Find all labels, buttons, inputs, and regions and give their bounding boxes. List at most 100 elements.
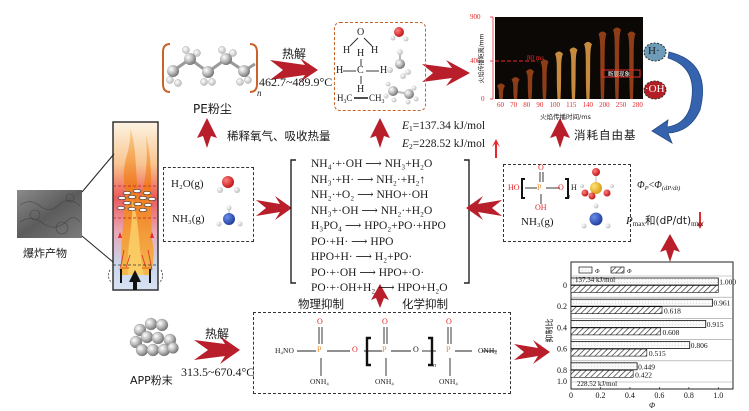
app-o-chain2: O <box>413 345 419 354</box>
reaction-equation: NH₃·+H· ⟶ NH₂·+H₂↑ <box>311 173 426 186</box>
app-o3-top: O <box>446 317 452 326</box>
flame-column <box>526 69 534 99</box>
flame-ylabel: 火焰传播距离/mm <box>478 33 486 84</box>
flame-column <box>555 51 563 99</box>
phosphoric-acid-molecule-icon <box>580 168 614 200</box>
flame-column <box>511 77 520 99</box>
flame-ytick-900: 900 <box>470 13 481 21</box>
bar-value-label-phi-p: 0.806 <box>691 341 708 350</box>
nh3-gas-label: NH₃(g) <box>172 213 205 225</box>
nh3-molecule-icon-2 <box>581 203 611 229</box>
app-temperature-range: 313.5~670.4°C <box>181 365 255 379</box>
flame-xtick: 80 <box>523 101 531 109</box>
legend-label-phi-dpdt: Φ <box>627 269 632 275</box>
consume-radicals-label: 消耗自由基 <box>574 128 637 142</box>
pmax-decrease-text: Pmax和(dP/dt)max <box>626 215 704 229</box>
flame-xlabel: 火焰传播时间/ms <box>540 113 591 121</box>
app-onh4-1: ONH₄ <box>310 377 329 386</box>
xtick-label: 0 <box>569 391 573 400</box>
acid-h-end: H <box>571 183 577 192</box>
bar-phi-dpdt <box>570 327 661 336</box>
bar-phi-p <box>570 341 691 350</box>
flame-ytick-0: 0 <box>481 95 485 103</box>
bar-phi-dpdt <box>570 369 634 378</box>
methane-h-bottom: H <box>357 84 365 95</box>
reaction-equation: PO·+·OH+H₂ ⟶ HPO+H₂O <box>311 282 448 294</box>
acid-o-top: O <box>538 163 544 172</box>
oh-radical-label: ·OH <box>645 83 665 95</box>
app-p3: P <box>446 345 451 354</box>
acid-oh: OH <box>535 203 547 212</box>
sem-explosion-product-image <box>17 190 82 238</box>
xtick-label: 0.8 <box>684 391 694 400</box>
bar-value-label-phi-dpdt: 0.515 <box>649 349 666 358</box>
app-h4no: H₄NO <box>275 346 294 355</box>
flame-column <box>627 31 636 99</box>
legend-label-phi-p: Φ <box>595 269 600 275</box>
flame-propagation-image <box>490 16 643 100</box>
chemical-inhibition-label: 化学抑制 <box>402 297 448 311</box>
x-axis-label: Φ <box>649 401 655 410</box>
water-h2: H <box>371 45 379 56</box>
app-p1: P <box>317 345 322 354</box>
arrow-products-to-flame <box>422 60 470 86</box>
pmax-decrease-arrow-icon <box>696 212 704 229</box>
activation-energy-e2: E2=228.52 kJ/mol <box>402 138 486 152</box>
ethane-right: CH3 <box>369 93 385 105</box>
pe-dust-label: PE粉尘 <box>193 102 232 116</box>
arrow-up-consume <box>550 118 570 148</box>
bar-phi-p <box>570 298 713 307</box>
h-radical-label: H· <box>648 45 660 57</box>
flame-annotation-fault: 断层现象 <box>608 72 631 78</box>
pe-molecule-icon <box>162 43 258 93</box>
acid-formula-bonds <box>525 172 560 204</box>
oh-radical-icon <box>643 80 667 100</box>
legend-swatch-phi-dpdt <box>610 266 625 274</box>
flame-xtick: 115 <box>566 101 577 109</box>
flame-column <box>540 59 549 99</box>
arrow-acid-to-reactions <box>466 196 502 220</box>
water-h1: H <box>343 45 351 56</box>
flame-column <box>598 31 607 99</box>
explosion-product-label: 爆炸产物 <box>23 247 67 260</box>
sem-texture <box>19 193 81 235</box>
flame-column <box>569 47 578 99</box>
ytick-label: 0.2 <box>557 302 567 311</box>
methane-h-left: H <box>336 65 344 76</box>
reaction-equation: H₃PO₄ ⟶ HPO₂+PO·+HPO <box>311 220 446 232</box>
app-o2-top: O <box>382 317 388 326</box>
app-o1-top: O <box>317 317 323 326</box>
ytick-label: 0.4 <box>557 323 567 332</box>
phi-relation-text: ΦP<Φ(dP/dt) <box>637 180 681 192</box>
xtick-label: 0.4 <box>625 391 635 400</box>
acid-p: P <box>537 183 542 192</box>
ytick-label: 0 <box>563 281 567 290</box>
reaction-equation: PO·+·OH ⟶ HPO+·O· <box>311 266 425 279</box>
ytick-label: 0.6 <box>557 345 567 354</box>
reaction-equation: HPO+H· ⟶ H₂+PO· <box>311 251 413 263</box>
app-o-chain1: O <box>352 345 358 354</box>
reaction-equation: NH₃+·OH ⟶ NH₂·+H₂O <box>311 204 433 217</box>
dilute-oxygen-label: 稀释氧气、吸收热量 <box>227 129 331 143</box>
methane-h-top: H <box>357 48 365 59</box>
acid-o-chain: O <box>558 183 564 192</box>
bar-phi-p <box>570 319 707 328</box>
polyphosphoric-acid-box <box>503 164 631 242</box>
xtick-label: 0.6 <box>654 391 664 400</box>
products-structural-bonds <box>343 37 379 99</box>
ethane-left: H3C <box>337 93 353 105</box>
bar-phi-p <box>570 362 638 371</box>
arrow-up-app-to-reactions <box>371 284 389 308</box>
reaction-equation: PO·+H· ⟶ HPO <box>311 235 394 248</box>
bar-phi-dpdt <box>570 285 719 293</box>
arrow-pe-pyrolysis <box>270 58 318 82</box>
connector-line-top <box>81 153 115 193</box>
h2o-molecule-icon <box>217 176 240 193</box>
methane-h-right: H <box>380 65 388 76</box>
reaction-bracket-right <box>464 159 470 284</box>
xtick-label: 0.2 <box>595 391 605 400</box>
